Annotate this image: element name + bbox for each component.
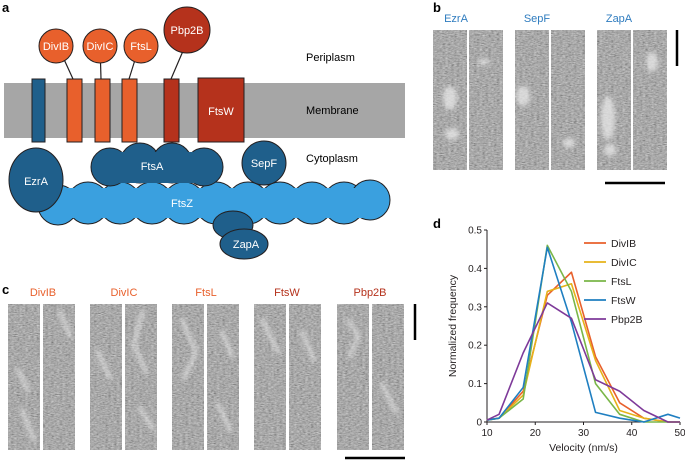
ezra-label: EzrA <box>24 176 49 188</box>
zapa-front <box>219 228 269 260</box>
panel-c-header-divic: DivIC <box>111 287 138 299</box>
panel-b: b EzrA SepF ZapA <box>433 0 679 185</box>
series-line-ftsw <box>486 246 681 423</box>
legend-label-divic: DivIC <box>611 257 637 269</box>
panel-a: a DivIB DivIC FtsL Pbp2B FtsW Periplasm … <box>2 0 405 260</box>
ftsa-body <box>110 152 204 183</box>
y-axis-title: Normalized frequency <box>447 274 459 377</box>
divib-label: DivIB <box>43 41 69 53</box>
ftsw-label: FtsW <box>208 106 234 118</box>
y-tick-label: 0.1 <box>468 379 482 390</box>
panel-b-header-ezra: EzrA <box>444 13 469 25</box>
legend-label-ftsw: FtsW <box>611 295 636 307</box>
series-line-ftsl <box>486 244 680 423</box>
pbp2b-head <box>163 6 211 54</box>
y-tick-label: 0 <box>476 418 482 429</box>
legend-label-pbp2b: Pbp2B <box>611 314 643 326</box>
panel-d-label: d <box>433 216 441 231</box>
ftsl-helix <box>121 78 138 143</box>
panel-b-header-zapa: ZapA <box>606 13 633 25</box>
series-line-pbp2b <box>486 302 680 423</box>
ftsw-block <box>197 77 245 143</box>
panel-c-header-ftsl: FtsL <box>195 287 216 299</box>
ftsz-body <box>56 188 370 218</box>
divic-helix <box>94 78 111 143</box>
kymograph-ezra-2 <box>469 30 503 170</box>
panel-c-label: c <box>2 282 9 297</box>
panel-b-kymographs <box>433 30 667 170</box>
kymograph-ftsw-2 <box>289 304 321 450</box>
sepf-label: SepF <box>251 158 278 170</box>
divib-helix <box>66 78 83 143</box>
ftsz-label: FtsZ <box>171 198 193 210</box>
legend-label-divib: DivIB <box>611 238 636 250</box>
kymograph-ftsl-2 <box>207 304 239 450</box>
x-tick-label: 10 <box>481 428 493 439</box>
divib-head <box>38 28 74 64</box>
panel-c-kymographs <box>8 304 404 450</box>
panel-c-header-divib: DivIB <box>30 287 56 299</box>
kymograph-zapa-2 <box>633 30 667 170</box>
pbp2b-helix <box>163 78 180 143</box>
divic-head <box>82 28 118 64</box>
kymograph-divic-1 <box>90 304 122 450</box>
y-tick-label: 0.4 <box>468 264 482 275</box>
kymograph-pbp2b-2 <box>372 304 404 450</box>
panel-b-header-sepf: SepF <box>524 13 551 25</box>
y-tick-label: 0.3 <box>468 302 482 313</box>
pbp2b-label: Pbp2B <box>170 25 203 37</box>
legend-label-ftsl: FtsL <box>611 276 632 288</box>
cytoplasm-label: Cytoplasm <box>306 153 358 165</box>
ftsl-label: FtsL <box>130 41 151 53</box>
sepf-body <box>241 140 287 186</box>
x-tick-label: 50 <box>674 428 685 439</box>
panel-c: c DivIB DivIC FtsL FtsW Pbp2B <box>2 282 417 460</box>
ftsl-head <box>123 28 159 64</box>
kymograph-ftsw-1 <box>254 304 286 450</box>
zapa-label: ZapA <box>233 239 260 251</box>
panel-c-header-pbp2b: Pbp2B <box>353 287 386 299</box>
x-axis-title: Velocity (nm/s) <box>549 442 618 454</box>
kymograph-sepf-2 <box>551 30 585 170</box>
kymograph-ftsl-1 <box>172 304 204 450</box>
ezra-helix <box>31 78 46 143</box>
y-tick-label: 0.2 <box>468 341 482 352</box>
x-tick-label: 30 <box>578 428 590 439</box>
kymograph-divib-1 <box>8 304 40 450</box>
panel-b-label: b <box>433 0 441 15</box>
x-tick-label: 40 <box>626 428 638 439</box>
x-tick-label: 20 <box>530 428 542 439</box>
divic-label: DivIC <box>87 41 114 53</box>
kymograph-divib-2 <box>43 304 75 450</box>
ftsa-label: FtsA <box>141 161 164 173</box>
panel-a-label: a <box>2 0 10 15</box>
ezra-body <box>8 147 64 213</box>
panel-c-tracks <box>16 310 398 442</box>
panel-b-signals <box>443 52 658 156</box>
y-tick-label: 0.5 <box>468 226 482 237</box>
series-line-divic <box>486 282 680 423</box>
periplasm-label: Periplasm <box>306 52 355 64</box>
membrane-label: Membrane <box>306 105 359 117</box>
panel-c-header-ftsw: FtsW <box>274 287 300 299</box>
